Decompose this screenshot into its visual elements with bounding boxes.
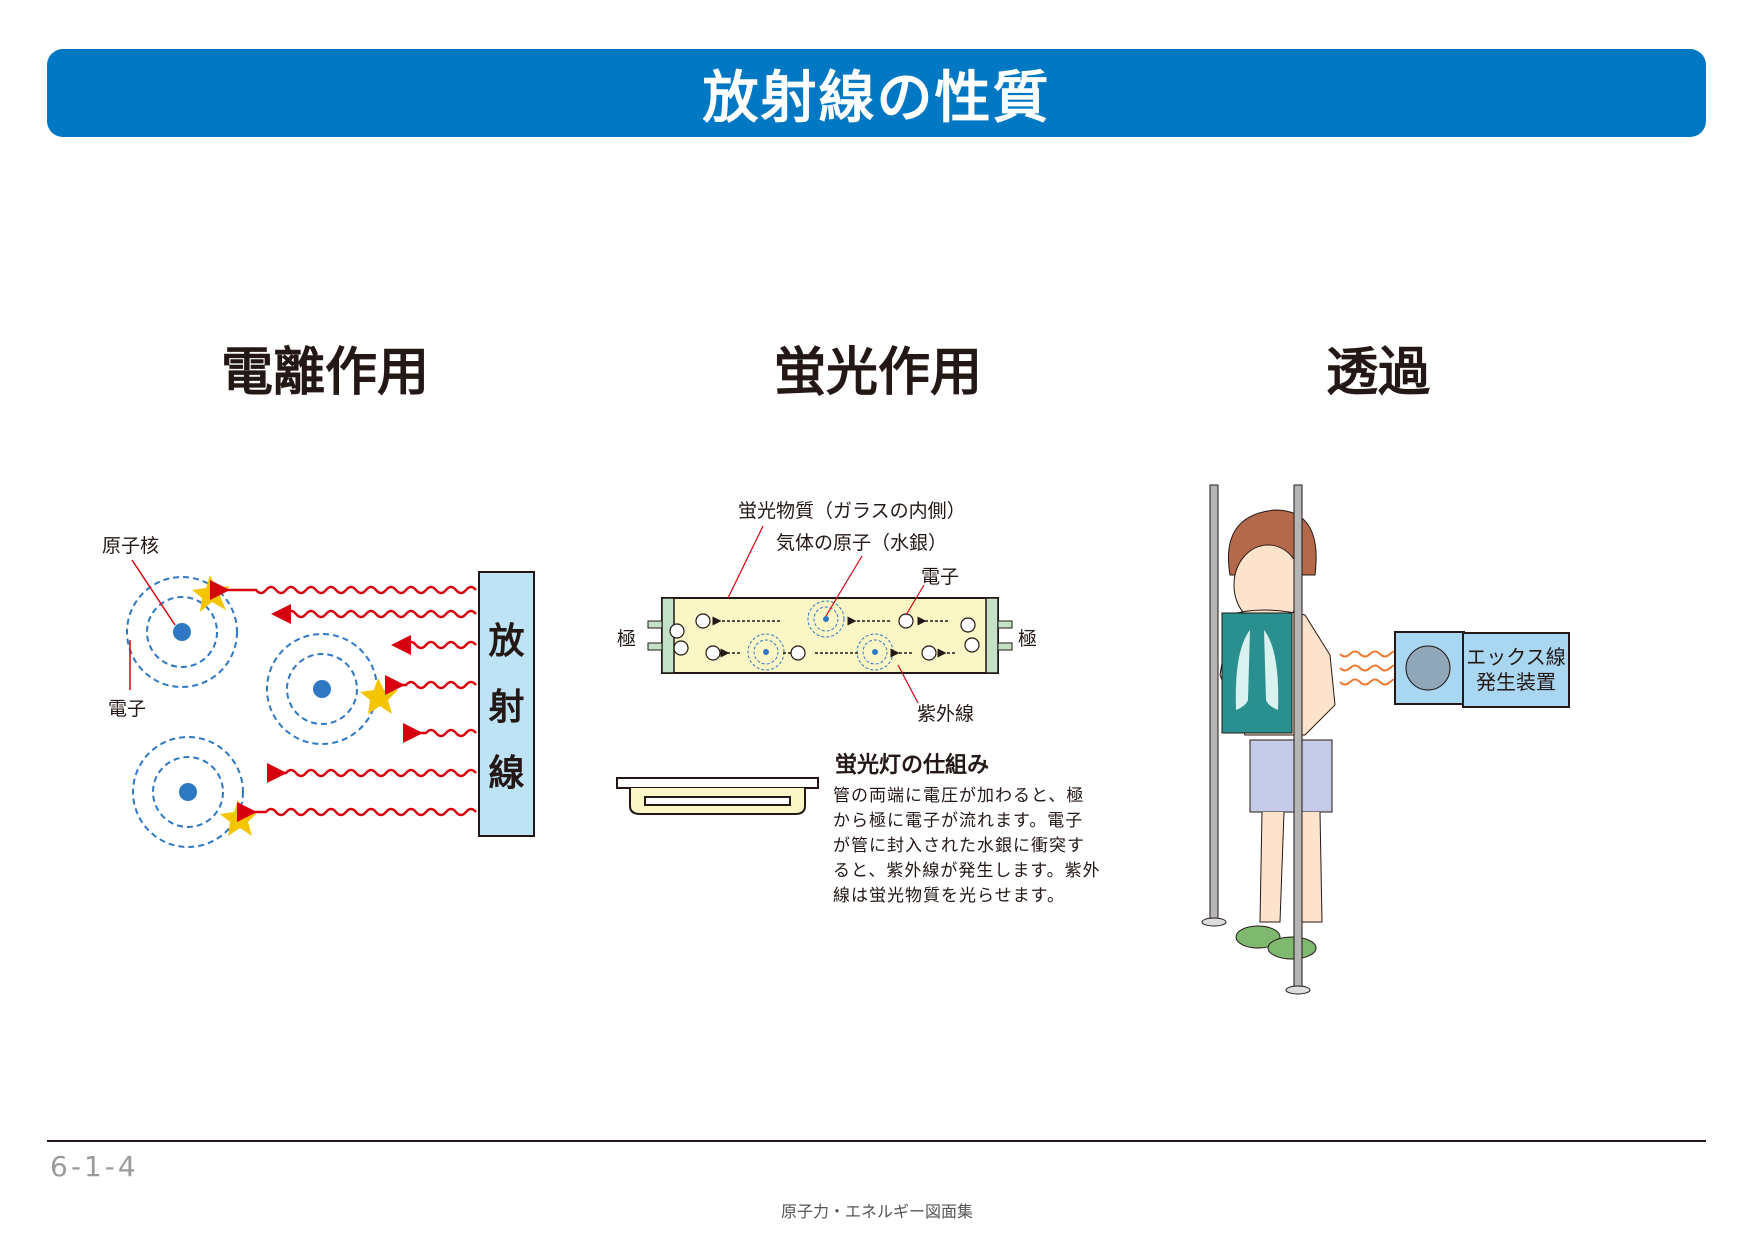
label-pole-left: 極: [617, 628, 637, 650]
explain-title: 蛍光灯の仕組み: [835, 753, 990, 778]
xray-device-line: エックス線: [1466, 645, 1566, 669]
xray-device-label: エックス線 発生装置: [1462, 632, 1570, 708]
xray-device: [1394, 631, 1465, 705]
fluorescent-tube: [647, 525, 1013, 704]
explain-line: ると、紫外線が発生します。紫外: [833, 861, 1101, 881]
atom: [266, 633, 378, 745]
section-title-transmission: 透過: [1325, 343, 1431, 403]
atom: [126, 576, 238, 688]
explain-line: から極に電子が流れます。電子: [833, 811, 1084, 831]
title-banner: 放射線の性質: [47, 49, 1706, 137]
section-title-fluorescence: 蛍光作用: [773, 343, 983, 403]
label-electron: 電子: [108, 698, 147, 720]
footer-divider: [47, 1140, 1706, 1142]
explain-line: が管に封入された水銀に衝突す: [833, 836, 1085, 856]
label-phosphor: 蛍光物質（ガラスの内側）: [738, 500, 966, 522]
page-number: 6-1-4: [50, 1150, 139, 1183]
explain-line: 管の両端に電圧が加わると、極: [833, 786, 1085, 806]
radiation-source: 放 射 線: [478, 571, 535, 837]
xray-device-line: 発生装置: [1476, 670, 1556, 694]
nucleus-leader-line: [131, 559, 176, 626]
radiation-char: 放: [488, 621, 525, 662]
label-electron-tube: 電子: [921, 566, 960, 588]
section-title-ionization: 電離作用: [220, 343, 430, 403]
lamp-fixture-icon: [616, 777, 819, 815]
radiation-arrows: [210, 580, 477, 822]
label-uv: 紫外線: [917, 703, 975, 725]
atom: [132, 736, 244, 848]
page-title: 放射線の性質: [702, 65, 1051, 131]
label-gas-atom: 気体の原子（水銀）: [776, 532, 948, 554]
book-title: 原子力・エネルギー図面集: [780, 1202, 973, 1221]
person-illustration: [1201, 484, 1336, 995]
label-nucleus: 原子核: [102, 535, 160, 557]
explain-line: 線は蛍光物質を光らせます。: [833, 886, 1065, 906]
radiation-char: 線: [488, 753, 525, 794]
radiation-char: 射: [488, 687, 525, 728]
xray-film: [1221, 612, 1293, 734]
explain-text: 管の両端に電圧が加わると、極 から極に電子が流れます。電子 が管に封入された水銀…: [833, 784, 1101, 909]
label-pole-right: 極: [1018, 628, 1038, 650]
